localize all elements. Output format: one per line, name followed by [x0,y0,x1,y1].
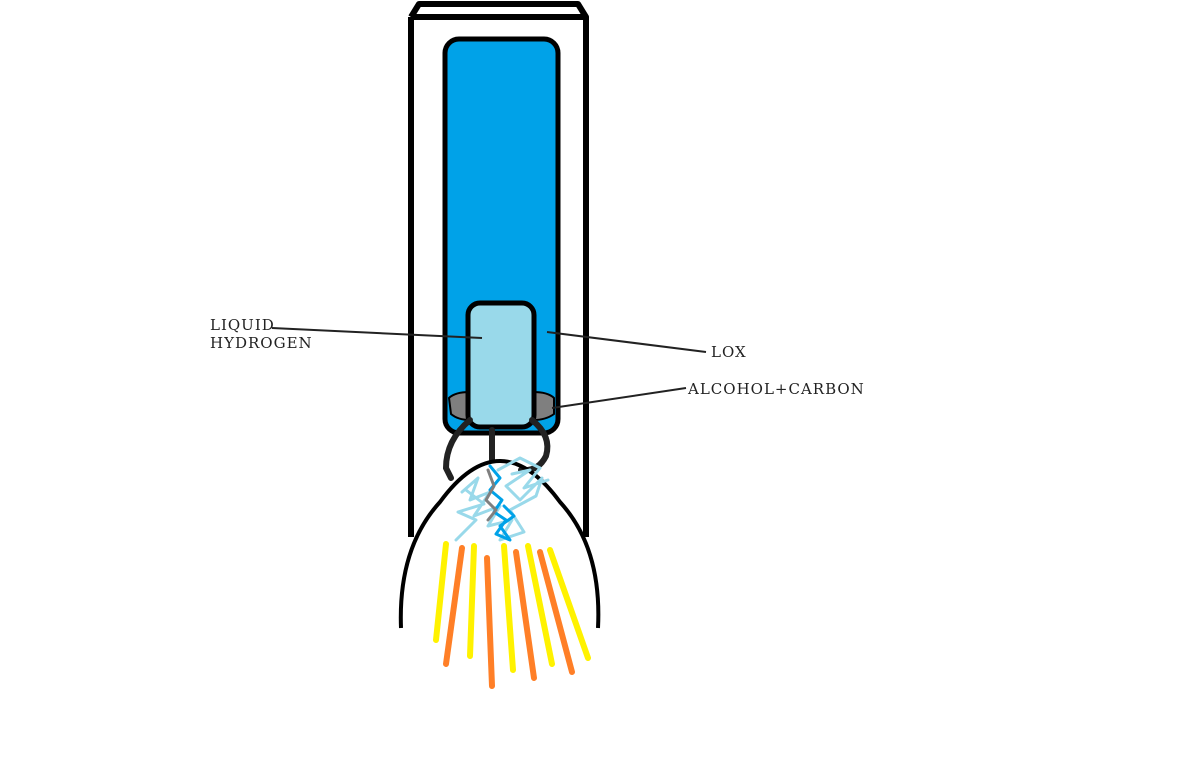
lox-leader [546,331,707,353]
liquid-hydrogen-label-line1: LIQUID [210,316,275,334]
mixing-light-blue-stream [454,456,550,542]
flame-streak [537,549,575,675]
flame-streak [484,555,495,689]
combustion-chamber [398,459,601,629]
mixing-dark-blue-stream [488,464,516,542]
hydrogen-tank [465,300,537,430]
rocket-body [408,1,589,537]
flame-streak [501,543,516,673]
liquid-hydrogen-leader [271,327,483,339]
flame-streak [467,543,477,659]
left-feed-pipe [442,417,473,481]
flame-streak [525,543,555,667]
alcohol-carbon-label: ALCOHOL+CARBON [688,380,865,398]
propellant-mixing [454,456,550,542]
liquid-hydrogen-label: LIQUID HYDROGEN [210,316,313,352]
flame-streak [433,541,449,643]
flame-streaks [433,541,591,689]
flame-streak [513,549,537,681]
lox-label: LOX [711,343,747,361]
rocket-body-top [408,1,589,20]
flame-streak [443,545,465,667]
leader-lines [271,327,707,409]
flame-streak [547,547,591,661]
liquid-hydrogen-label-line2: HYDROGEN [210,334,313,352]
mixing-gray-stream [484,468,498,522]
alcohol-carbon-leader [551,387,687,409]
